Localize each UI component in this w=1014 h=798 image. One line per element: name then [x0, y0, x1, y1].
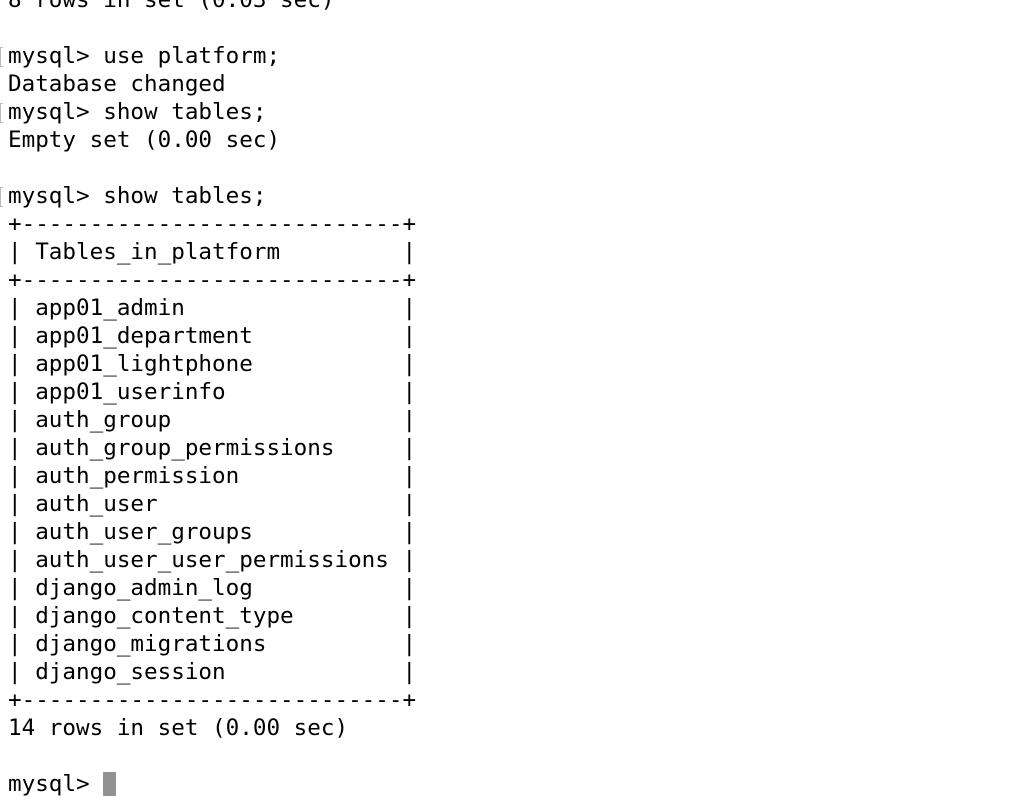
terminal-line: [8, 154, 416, 182]
line-text: Empty set (0.00 sec): [8, 127, 281, 153]
line-text: mysql> show tables;: [8, 99, 267, 125]
command-mark-icon: [0, 103, 3, 123]
terminal-line: | app01_department |: [8, 322, 416, 350]
terminal-line: | auth_user_groups |: [8, 518, 416, 546]
line-text: mysql> show tables;: [8, 183, 267, 209]
command-mark-icon: [0, 187, 3, 207]
line-text: | Tables_in_platform |: [8, 239, 417, 265]
line-text: | app01_admin |: [8, 295, 417, 321]
line-text: | app01_userinfo |: [8, 379, 417, 405]
line-text: | django_content_type |: [8, 603, 417, 629]
terminal-line: mysql> show tables;: [0, 98, 416, 126]
terminal-line: | auth_group_permissions |: [8, 434, 416, 462]
terminal-line: | auth_permission |: [8, 462, 416, 490]
terminal-line: | app01_admin |: [8, 294, 416, 322]
line-text: | auth_group_permissions |: [8, 435, 417, 461]
terminal-line: | auth_user_user_permissions |: [8, 546, 416, 574]
line-text: | app01_department |: [8, 323, 417, 349]
terminal-line: [8, 742, 416, 770]
line-text: +----------------------------+: [8, 267, 417, 293]
line-text: mysql> use platform;: [8, 43, 281, 69]
line-text: | auth_user_groups |: [8, 519, 417, 545]
line-text: 14 rows in set (0.00 sec): [8, 715, 349, 741]
terminal-line: [8, 14, 416, 42]
terminal-output[interactable]: 8 rows in set (0.03 sec) mysql> use platf…: [0, 0, 416, 798]
terminal-line: Empty set (0.00 sec): [8, 126, 416, 154]
terminal-line: mysql> use platform;: [0, 42, 416, 70]
line-text: 8 rows in set (0.03 sec): [8, 0, 335, 13]
terminal-line: | auth_group |: [8, 406, 416, 434]
line-text: | django_migrations |: [8, 631, 417, 657]
terminal-line: +----------------------------+: [8, 210, 416, 238]
terminal-line: | django_migrations |: [8, 630, 416, 658]
terminal-line: 8 rows in set (0.03 sec): [8, 0, 416, 14]
terminal-line: | app01_lightphone |: [8, 350, 416, 378]
cursor: [103, 772, 117, 796]
terminal-line: +----------------------------+: [8, 686, 416, 714]
line-text: +----------------------------+: [8, 211, 417, 237]
terminal-line: | Tables_in_platform |: [8, 238, 416, 266]
command-mark-icon: [0, 47, 3, 67]
line-text: +----------------------------+: [8, 687, 417, 713]
terminal-line: Database changed: [8, 70, 416, 98]
terminal-line: +----------------------------+: [8, 266, 416, 294]
terminal-line: 14 rows in set (0.00 sec): [8, 714, 416, 742]
terminal-line: | app01_userinfo |: [8, 378, 416, 406]
line-text: | django_admin_log |: [8, 575, 417, 601]
terminal-line: | auth_user |: [8, 490, 416, 518]
line-text: | app01_lightphone |: [8, 351, 417, 377]
line-text: Database changed: [8, 71, 226, 97]
terminal-line: | django_admin_log |: [8, 574, 416, 602]
terminal-line: | django_session |: [8, 658, 416, 686]
line-text: | django_session |: [8, 659, 417, 685]
prompt: mysql>: [8, 771, 104, 797]
line-text: | auth_permission |: [8, 463, 417, 489]
prompt-line[interactable]: mysql>: [8, 770, 416, 798]
line-text: | auth_user_user_permissions |: [8, 547, 417, 573]
terminal-line: | django_content_type |: [8, 602, 416, 630]
line-text: | auth_group |: [8, 407, 417, 433]
terminal-line: mysql> show tables;: [0, 182, 416, 210]
line-text: | auth_user |: [8, 491, 417, 517]
